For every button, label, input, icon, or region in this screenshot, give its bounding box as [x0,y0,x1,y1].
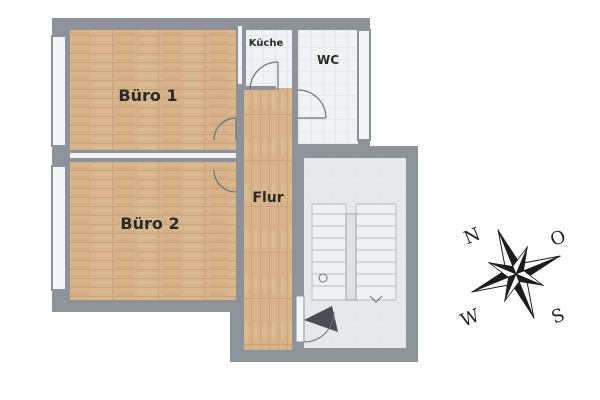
wall-divider-light [70,153,236,158]
label-flur: Flur [252,190,283,206]
door-buero2 [213,169,237,193]
door-buero1 [213,117,237,141]
window-west-lower [51,165,67,291]
window-east-wc [357,29,371,141]
room-buero1-floor [70,30,236,150]
door-kueche [249,61,279,91]
label-buero2: Büro 2 [120,214,179,233]
label-kueche: Küche [249,38,284,49]
compass-s: S [549,304,568,328]
room-flur-floor [244,88,292,350]
room-kueche-floor [246,30,292,88]
room-wc-floor [298,30,358,144]
label-buero1: Büro 1 [118,86,177,105]
wall-kueche-light [238,26,242,84]
compass-rose-icon [471,229,561,319]
label-wc: WC [317,53,339,67]
staircase [311,203,397,303]
compass-n: N [461,224,483,249]
door-wc [297,89,327,119]
room-buero2-floor [70,162,236,300]
compass-w: W [458,305,483,332]
compass-o: O [547,226,569,251]
window-west-upper [51,35,67,147]
door-entrance [295,295,338,343]
